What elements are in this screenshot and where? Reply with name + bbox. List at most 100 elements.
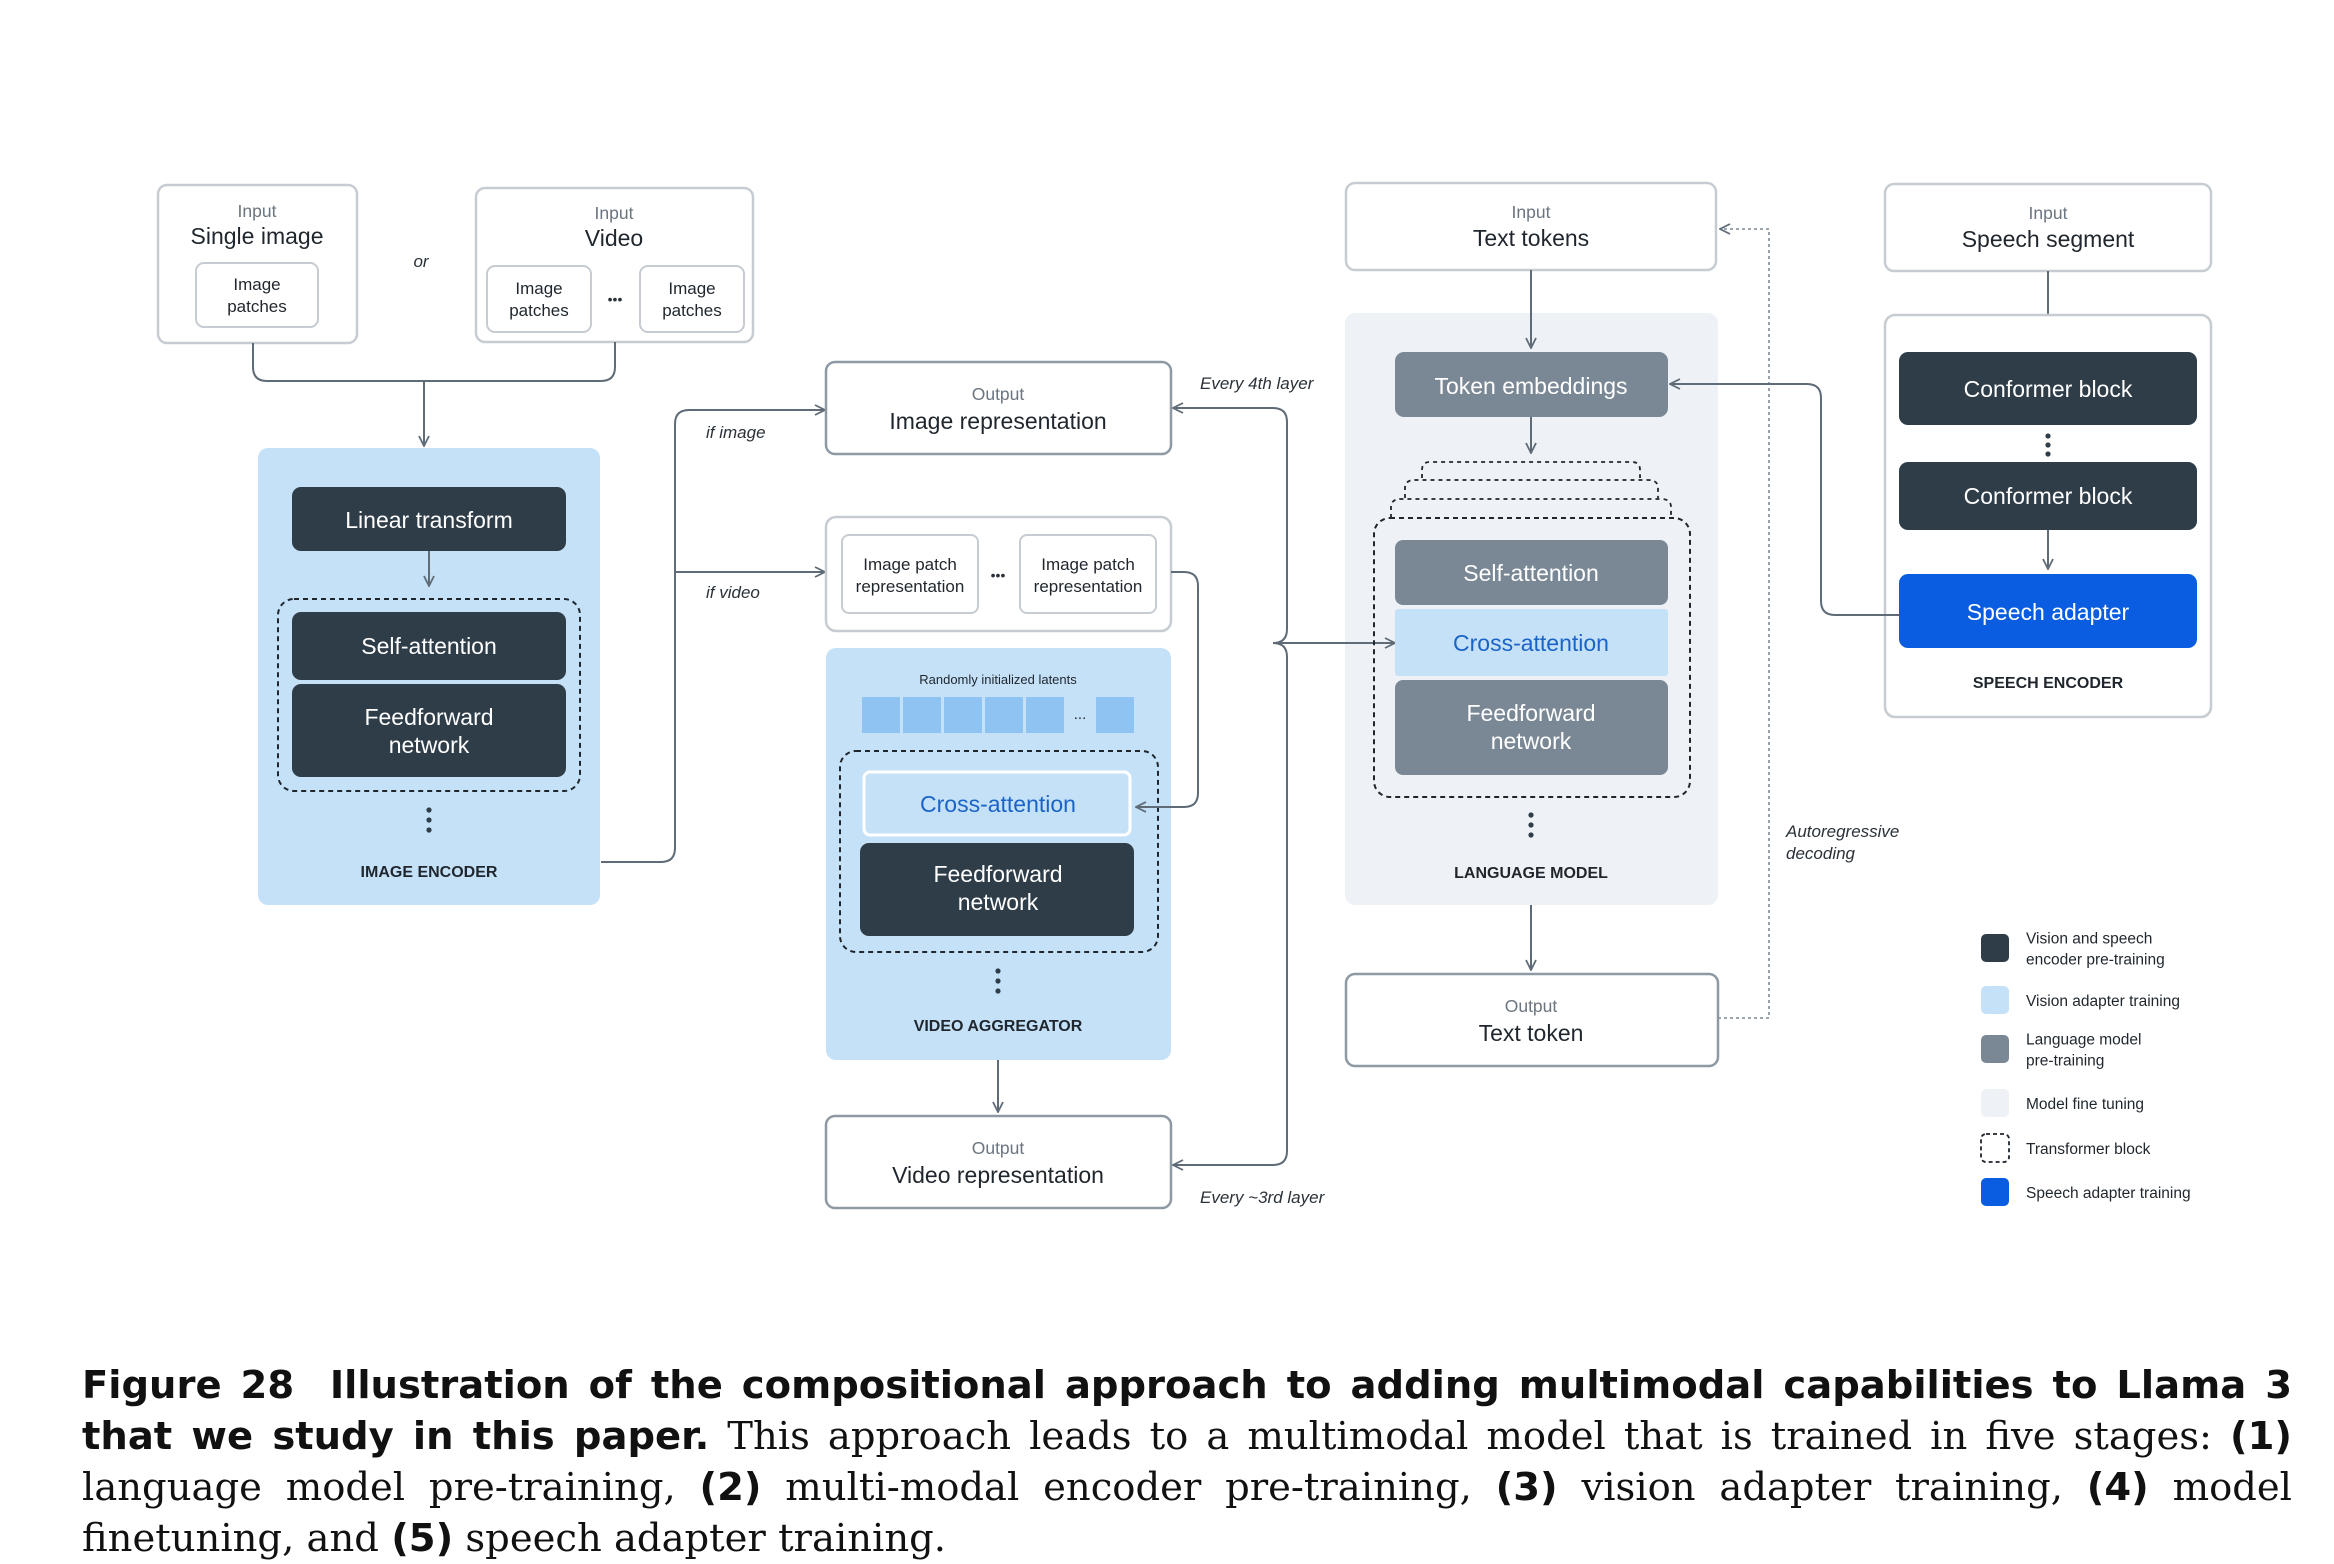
- latent-ellipsis: ...: [1074, 706, 1087, 723]
- legend-label: Transformer block: [2026, 1141, 2151, 1158]
- speech-encoder: Conformer block Conformer block Speech a…: [1883, 313, 2213, 719]
- legend: Vision and speech encoder pre-trainingVis…: [1980, 931, 2191, 1206]
- legend-swatch: [1981, 986, 2009, 1014]
- conformer-block: Conformer block: [1964, 376, 2133, 402]
- patch-rep-label: Image patch: [863, 555, 957, 574]
- every-4th-layer-label: Every 4th layer: [1200, 374, 1315, 393]
- input-caption: Input: [238, 201, 277, 221]
- feedforward-block: Feedforward: [933, 861, 1062, 887]
- legend-swatch: [1981, 1178, 2009, 1206]
- input-video: Input Video Image patches ••• Image patc…: [474, 186, 755, 344]
- output-text-token: Output Text token: [1344, 972, 1720, 1068]
- architecture-diagram: Input Single image Image patches or Inpu…: [156, 181, 2213, 1210]
- stage-number: (4): [2086, 1465, 2149, 1510]
- figure-title: Illustration of the compositional approa…: [82, 1363, 2292, 1459]
- caption-text: multi-modal encoder pre-training,: [761, 1465, 1496, 1510]
- patch-label: patches: [227, 297, 287, 316]
- patch-rep-label: representation: [1034, 577, 1143, 596]
- patch-to-aggregator-connector: [1136, 571, 1199, 807]
- speech-adapter-connector: [1670, 384, 1899, 616]
- legend-label: Model fine tuning: [2026, 1096, 2144, 1113]
- input-title: Single image: [191, 223, 324, 249]
- speech-adapter-block: Speech adapter: [1967, 599, 2130, 625]
- conformer-block: Conformer block: [1964, 483, 2133, 509]
- token-embeddings-block: Token embeddings: [1434, 373, 1627, 399]
- self-attention-block: Self-attention: [1463, 560, 1599, 586]
- every-3rd-layer-label: Every ~3rd layer: [1200, 1188, 1326, 1207]
- legend-swatch: [1981, 1035, 2009, 1063]
- stage-number: (1): [2230, 1414, 2292, 1459]
- feedforward-block: network: [1491, 728, 1572, 754]
- feedforward-block: network: [389, 732, 470, 758]
- patch-label: Image: [515, 279, 562, 298]
- output-video-representation: Output Video representation: [824, 1114, 1173, 1210]
- image-patch-representations: Image patch representation ••• Image pat…: [824, 515, 1173, 633]
- legend-label: Speech adapter training: [2026, 1185, 2191, 1202]
- or-label: or: [413, 252, 429, 271]
- legend-swatch: [1980, 1133, 2010, 1163]
- input-caption: Input: [595, 203, 634, 223]
- input-title: Speech segment: [1962, 226, 2135, 252]
- output-title: Video representation: [892, 1162, 1104, 1188]
- autoregressive-label: decoding: [1786, 844, 1856, 863]
- language-model-label: LANGUAGE MODEL: [1454, 865, 1608, 882]
- stage-number: (2): [699, 1465, 762, 1510]
- more-layers-icon: [995, 968, 1001, 994]
- cross-attention-block: Cross-attention: [1453, 630, 1609, 656]
- patch-rep-ellipsis: •••: [991, 567, 1006, 583]
- language-model: Token embeddings Self-attention Cross-at…: [1373, 352, 1691, 882]
- feedforward-block: Feedforward: [364, 704, 493, 730]
- latents-label: Randomly initialized latents: [919, 672, 1077, 687]
- legend-swatch: [1981, 934, 2009, 962]
- output-caption: Output: [972, 384, 1025, 404]
- patch-label: patches: [509, 301, 569, 320]
- encoder-output-connectors: [601, 410, 825, 863]
- figure-label: Figure 28: [82, 1363, 295, 1408]
- stage-number: (3): [1495, 1465, 1558, 1510]
- patch-rep-label: Image patch: [1041, 555, 1135, 574]
- image-encoder: Linear transform Self-attention Feedforw…: [258, 448, 600, 905]
- more-layers-icon: [2045, 433, 2051, 457]
- autoregressive-loop: [1718, 229, 1770, 1019]
- autoregressive-label: Autoregressive: [1785, 822, 1899, 841]
- if-image-label: if image: [706, 423, 766, 442]
- legend-label: pre-training: [2026, 1053, 2104, 1070]
- speech-encoder-label: SPEECH ENCODER: [1973, 675, 2124, 692]
- patch-ellipsis: •••: [608, 291, 623, 307]
- self-attention-block: Self-attention: [361, 633, 497, 659]
- patch-rep-label: representation: [856, 577, 965, 596]
- more-layers-icon: [1528, 812, 1534, 838]
- cross-attention-block: Cross-attention: [920, 791, 1076, 817]
- output-caption: Output: [1505, 996, 1558, 1016]
- if-video-label: if video: [706, 583, 760, 602]
- input-text-tokens: Input Text tokens: [1344, 181, 1718, 272]
- legend-label: encoder pre-training: [2026, 952, 2165, 969]
- image-encoder-label: IMAGE ENCODER: [361, 864, 498, 881]
- caption-text: vision adapter training,: [1557, 1465, 2087, 1510]
- video-aggregator-label: VIDEO AGGREGATOR: [914, 1018, 1083, 1035]
- caption-text: This approach leads to a multimodal mode…: [709, 1414, 2231, 1459]
- input-single-image: Input Single image Image patches: [156, 183, 359, 345]
- cross-attention-feeds: [1173, 408, 1395, 1165]
- input-caption: Input: [1512, 202, 1551, 222]
- latent-tokens: [862, 697, 1134, 733]
- feedforward-block: Feedforward: [1466, 700, 1595, 726]
- legend-label: Vision and speech: [2026, 931, 2152, 948]
- caption-text: language model pre-training,: [82, 1465, 700, 1510]
- input-connectors: [252, 342, 616, 446]
- more-layers-icon: [426, 807, 432, 833]
- output-caption: Output: [972, 1138, 1025, 1158]
- figure-caption: Figure 28 Illustration of the compositio…: [82, 1360, 2292, 1564]
- output-title: Text token: [1479, 1020, 1584, 1046]
- legend-label: Vision adapter training: [2026, 993, 2180, 1010]
- patch-label: patches: [662, 301, 722, 320]
- feedforward-block: network: [958, 889, 1039, 915]
- linear-transform-block: Linear transform: [345, 507, 512, 533]
- output-image-representation: Output Image representation: [824, 360, 1173, 456]
- output-title: Image representation: [889, 408, 1106, 434]
- legend-swatch: [1981, 1089, 2009, 1117]
- input-title: Text tokens: [1473, 225, 1589, 251]
- input-caption: Input: [2029, 203, 2068, 223]
- patch-label: Image: [233, 275, 280, 294]
- input-title: Video: [585, 225, 643, 251]
